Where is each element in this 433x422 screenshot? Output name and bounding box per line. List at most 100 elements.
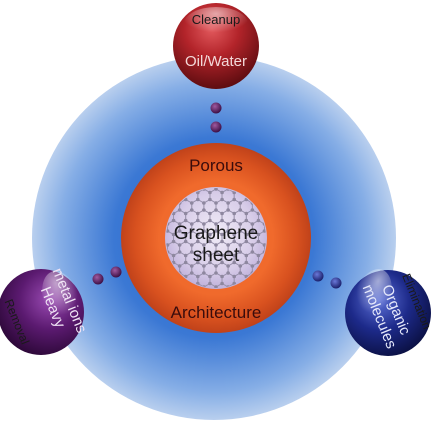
lattice-atom [196, 239, 200, 244]
lattice-atom [214, 188, 218, 191]
lattice-atom [208, 232, 212, 237]
lattice-atom [256, 232, 261, 237]
lattice-atom [250, 264, 255, 268]
connector-dot [210, 102, 222, 114]
lattice-atom [250, 243, 255, 247]
lattice-atom [256, 239, 261, 244]
lattice-atom [232, 274, 236, 279]
lattice-atom [208, 190, 212, 195]
lattice-atom [202, 222, 206, 226]
lattice-atom [226, 250, 230, 254]
lattice-atom [171, 239, 176, 244]
lattice-atom [189, 229, 194, 233]
lattice-atom [220, 239, 224, 244]
lattice-atom [171, 218, 176, 223]
lattice-atom [208, 197, 212, 202]
lattice-atom [220, 253, 224, 258]
lattice-atom [177, 229, 182, 233]
satellite-organic: Organic molecules Elimination [345, 269, 433, 356]
lattice-atom [244, 211, 249, 216]
lattice-atom [202, 201, 206, 205]
lattice-atom [238, 229, 243, 233]
lattice-atom [214, 229, 218, 233]
lattice-atom [214, 250, 218, 254]
lattice-atom [226, 243, 230, 247]
center-label-line1: Graphene [174, 223, 259, 244]
lattice-atom [189, 264, 194, 268]
lattice-atom [183, 239, 188, 244]
lattice-atom [214, 201, 218, 205]
lattice-atom [183, 211, 188, 216]
lattice-atom [238, 201, 243, 205]
satellite-oil-water: Cleanup Oil/Water [173, 3, 259, 89]
lattice-atom [208, 253, 212, 258]
lattice-atom [177, 222, 182, 226]
lattice-atom [244, 218, 249, 223]
lattice-atom [226, 222, 230, 226]
lattice-atom [208, 211, 212, 216]
graphene-core [165, 187, 267, 289]
lattice-atom [189, 243, 194, 247]
lattice-atom [208, 239, 212, 244]
lattice-atom [189, 201, 194, 205]
lattice-atom [208, 218, 212, 223]
connector-dot [330, 277, 342, 289]
lattice-atom [250, 229, 255, 233]
lattice-atom [226, 264, 230, 268]
satellite-top-label: Cleanup [192, 12, 240, 27]
lattice-atom [244, 253, 249, 258]
lattice-atom [232, 197, 236, 202]
lattice-atom [232, 218, 236, 223]
lattice-atom [238, 222, 243, 226]
lattice-atom [238, 208, 243, 212]
lattice-atom [196, 253, 200, 258]
lattice-atom [226, 271, 230, 275]
lattice-atom [196, 218, 200, 223]
lattice-atom [202, 243, 206, 247]
lattice-atom [196, 232, 200, 237]
lattice-atom [220, 197, 224, 202]
lattice-atom [171, 232, 176, 237]
lattice-atom [202, 229, 206, 233]
lattice-atom [183, 232, 188, 237]
lattice-atom [208, 274, 212, 279]
lattice-atom [232, 260, 236, 265]
lattice-atom [220, 211, 224, 216]
lattice-atom [177, 250, 182, 254]
lattice-atom [189, 222, 194, 226]
lattice-atom [196, 197, 200, 202]
lattice-atom [232, 239, 236, 244]
lattice-atom [208, 281, 212, 286]
lattice-atom [244, 239, 249, 244]
lattice-atom [177, 243, 182, 247]
lattice-atom [226, 201, 230, 205]
lattice-atom [189, 208, 194, 212]
lattice-atom [250, 208, 255, 212]
lattice-atom [220, 190, 224, 195]
connector-dot [210, 121, 222, 133]
lattice-atom [202, 271, 206, 275]
connector-dot [110, 266, 122, 278]
lattice-atom [189, 271, 194, 275]
lattice-atom [232, 232, 236, 237]
lattice-atom [177, 264, 182, 268]
center-label-line2: sheet [193, 245, 240, 266]
lattice-atom [220, 218, 224, 223]
lattice-atom [214, 208, 218, 212]
lattice-atom [196, 260, 200, 265]
lattice-atom [226, 229, 230, 233]
lattice-atom [183, 260, 188, 265]
lattice-atom [202, 264, 206, 268]
lattice-atom [214, 264, 218, 268]
lattice-atom [220, 232, 224, 237]
lattice-atom [214, 243, 218, 247]
lattice-atom [232, 253, 236, 258]
lattice-atom [220, 260, 224, 265]
lattice-atom [214, 222, 218, 226]
lattice-atom [202, 250, 206, 254]
lattice-atom [171, 253, 176, 258]
lattice-atom [232, 211, 236, 216]
satellite-top-sublabel: Oil/Water [185, 53, 247, 70]
lattice-atom [238, 264, 243, 268]
